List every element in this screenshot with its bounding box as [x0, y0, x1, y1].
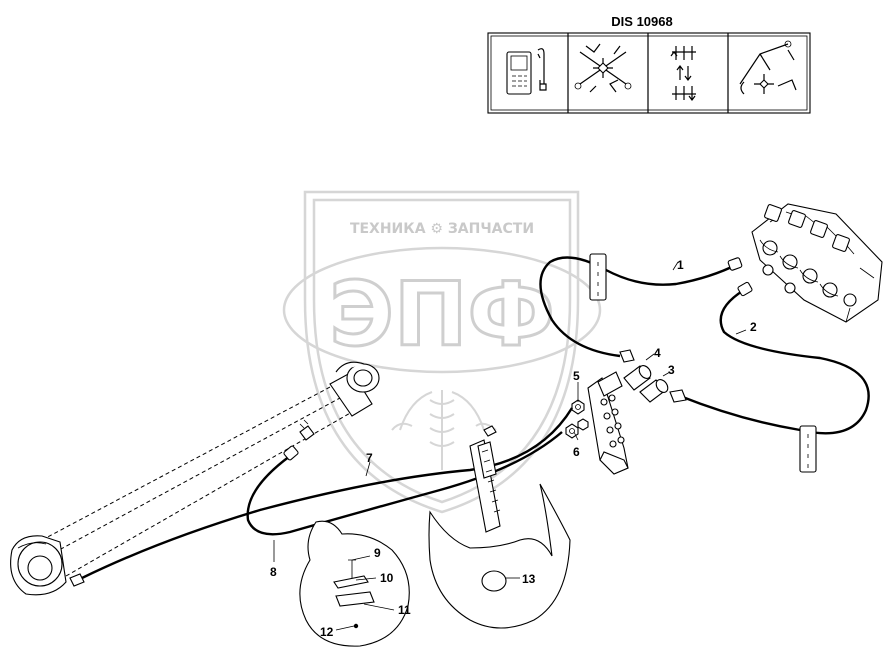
icon-panel	[487, 32, 811, 114]
cylinder-port	[299, 419, 315, 441]
callout-4: 4	[654, 346, 661, 360]
detail-bubble-clamp	[299, 520, 410, 647]
watermark-emblem: ТЕХНИКА ⚙ ЗАПЧАСТИ ЭПФ	[282, 190, 602, 514]
detail-bubble-oring	[428, 483, 571, 629]
callout-5: 5	[573, 369, 580, 383]
callout-1: 1	[677, 258, 684, 272]
adapter-4	[623, 365, 652, 391]
crossed-tools-icon	[574, 43, 632, 93]
callout-3: 3	[668, 363, 675, 377]
hose-clamp	[589, 253, 607, 301]
cylinder-port	[69, 573, 85, 587]
control-panel-icon	[506, 48, 547, 95]
callout-12: 12	[320, 625, 334, 639]
hydraulic-arrows-icon	[670, 46, 696, 101]
watermark-letters: ЭПФ	[329, 263, 555, 366]
control-valve-block	[751, 203, 883, 323]
leader-lines	[273, 261, 747, 631]
mounting-plate	[587, 371, 629, 475]
watermark-caption: ТЕХНИКА ⚙ ЗАПЧАСТИ	[350, 221, 534, 237]
callout-7: 7	[366, 451, 373, 465]
callout-2: 2	[750, 320, 757, 334]
callout-10: 10	[380, 571, 394, 585]
diagram-title: DIS 10968	[611, 14, 672, 29]
nut-6	[565, 418, 589, 439]
hose-1	[539, 256, 743, 363]
hose-clamp	[799, 425, 817, 473]
nut-5	[571, 399, 585, 415]
callout-9: 9	[374, 546, 381, 560]
adapter-3	[639, 379, 669, 403]
excavator-arm-icon	[739, 40, 797, 95]
wheat-ornament	[391, 390, 497, 470]
hose-7	[246, 431, 563, 536]
hose-2	[669, 281, 870, 435]
hydraulic-cylinder	[10, 361, 380, 596]
callout-6: 6	[573, 445, 580, 459]
hose-clamp-long	[469, 425, 501, 533]
callout-13: 13	[522, 572, 536, 586]
callout-11: 11	[398, 603, 411, 617]
hose-8	[81, 407, 574, 580]
callout-8: 8	[270, 565, 277, 579]
